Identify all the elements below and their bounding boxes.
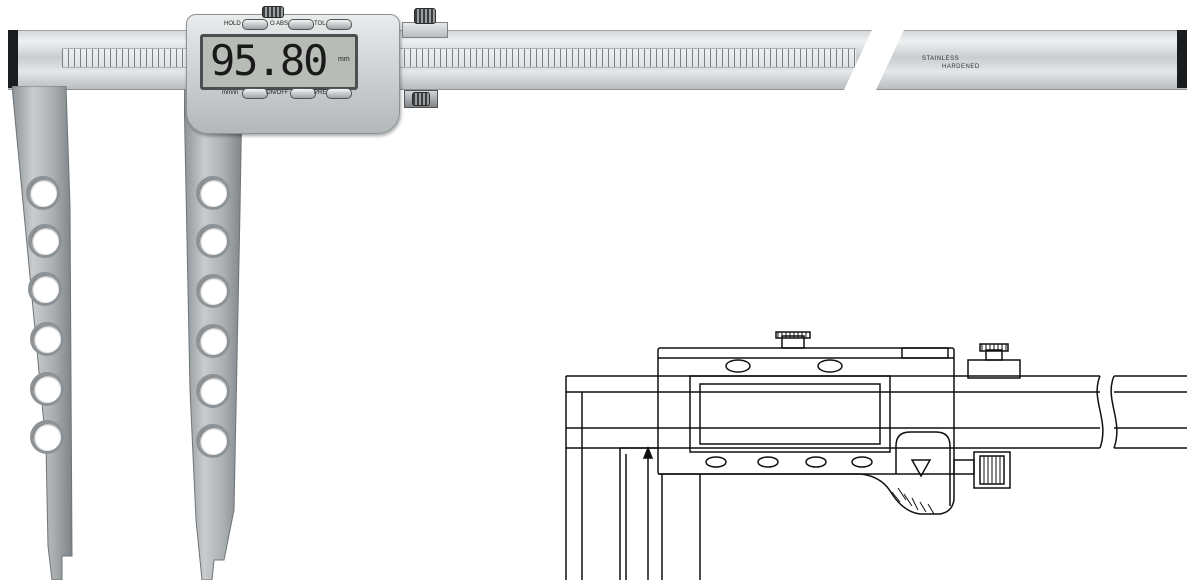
- jaw-hole: [196, 324, 230, 358]
- mm-in-label: mm/in: [222, 90, 239, 96]
- tol-button[interactable]: [326, 19, 352, 30]
- jaw-hole: [30, 372, 64, 406]
- jaw-hole: [28, 272, 62, 306]
- lcd-reading: 95.80: [210, 36, 328, 85]
- jaw-hole: [28, 224, 62, 258]
- lcd-screen: [200, 34, 358, 90]
- jaw-hole: [196, 274, 230, 308]
- jaw-hole: [30, 322, 64, 356]
- lock-screw-knob[interactable]: [414, 8, 436, 24]
- thumb-knob[interactable]: [262, 6, 284, 18]
- fine-scale-strip: [62, 48, 186, 68]
- beam-marking-hardened: HARDENED: [942, 64, 980, 70]
- jaw-hole: [196, 374, 230, 408]
- jaw-hole: [196, 424, 230, 458]
- on-off-button[interactable]: [290, 88, 316, 99]
- o-abs-label: O ABS: [270, 21, 289, 27]
- beam-marking-stainless: STAINLESS: [922, 56, 960, 62]
- jaw-hole: [196, 224, 230, 258]
- jaw-hole: [196, 176, 230, 210]
- beam-end-cap-right: [1177, 30, 1187, 88]
- lcd-unit: mm: [338, 56, 350, 63]
- beam-end-cap-left: [8, 30, 18, 88]
- o-abs-button[interactable]: [288, 19, 314, 30]
- mm-in-button[interactable]: [242, 88, 268, 99]
- fine-adjust-wheel[interactable]: [412, 92, 430, 106]
- pre-button[interactable]: [326, 88, 352, 99]
- jaw-hole: [30, 420, 64, 454]
- hold-button[interactable]: [242, 19, 268, 30]
- main-scale-strip: [398, 48, 856, 68]
- tol-label: TOL: [314, 21, 326, 27]
- on-off-label: ON/OFF: [266, 90, 289, 96]
- pre-label: PRE: [314, 90, 327, 96]
- hold-label: HOLD: [224, 21, 241, 27]
- jaw-hole: [26, 176, 60, 210]
